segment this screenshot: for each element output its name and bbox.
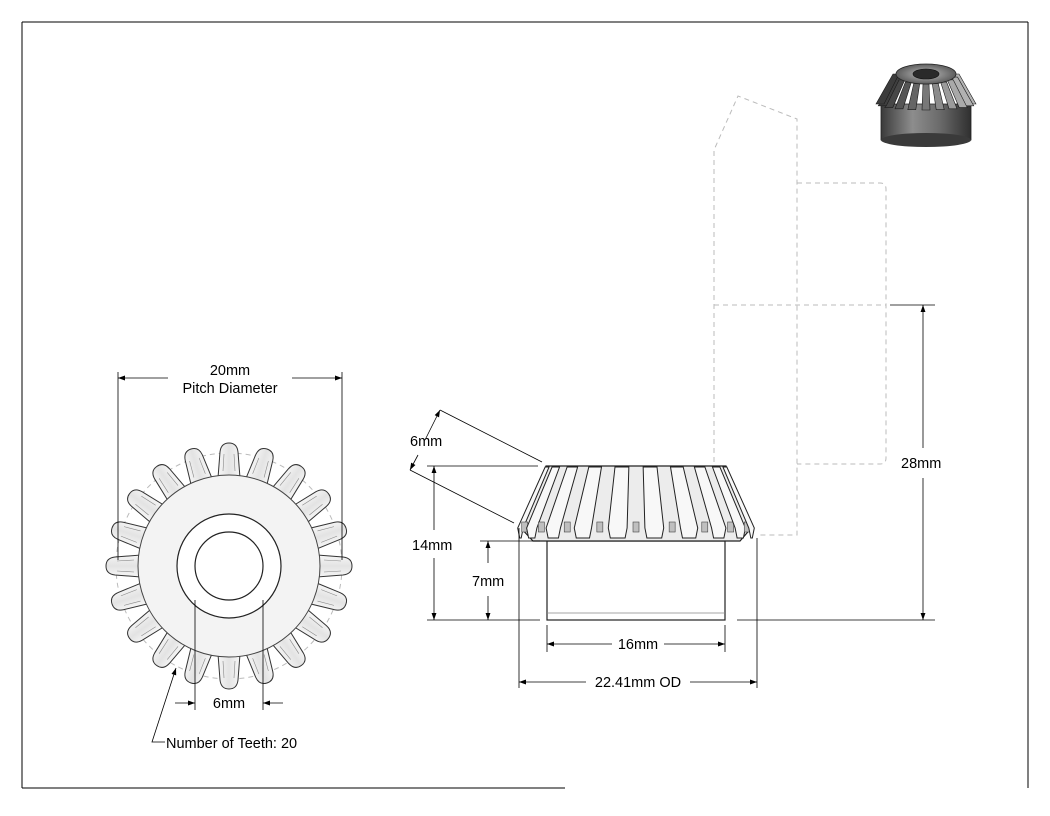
mating-gear-phantom	[713, 95, 887, 536]
side-gear-tooth	[669, 466, 699, 539]
side-tooth-gap	[727, 521, 734, 533]
icon-gear-tooth	[946, 79, 968, 108]
pitch-diameter-value: 20mm	[210, 363, 250, 379]
bevel-gear-3d-icon	[875, 63, 977, 147]
outside-diameter-label: 22.41mm OD	[595, 675, 681, 691]
teeth-count-callout: Number of Teeth: 20	[166, 736, 297, 752]
hub-height-dimension	[480, 540, 540, 620]
side-tooth-gap	[538, 521, 545, 533]
gear-tooth	[217, 442, 241, 479]
pitch-label-mask	[168, 360, 292, 396]
hub-height-label: 7mm	[472, 574, 504, 590]
hub-diameter-label: 16mm	[618, 637, 658, 653]
pitch-diameter-label: Pitch Diameter	[182, 381, 277, 397]
side-tooth-gap	[701, 521, 709, 533]
gear-tooth	[245, 645, 274, 685]
gear-tooth	[184, 645, 213, 685]
od-mask	[586, 672, 690, 690]
bore-dimension	[175, 600, 283, 710]
bore-dimension-label: 6mm	[213, 696, 245, 712]
side-tooth-gap	[596, 521, 604, 533]
overall-height-label: 14mm	[412, 538, 452, 554]
icon-gear-tooth	[921, 83, 931, 111]
mounting-distance-label: 28mm	[901, 456, 941, 472]
gear-tooth	[105, 554, 142, 578]
gear-tooth	[316, 554, 353, 578]
side-gear-tooth	[693, 466, 727, 539]
face-width-dimension	[409, 409, 543, 524]
gear-tooth	[110, 582, 150, 611]
side-gear-tooth	[642, 466, 665, 539]
side-gear-tooth	[517, 466, 550, 539]
gear-tooth	[110, 521, 150, 550]
mounting-distance-dimension	[737, 304, 935, 621]
gear-tooth	[217, 653, 241, 690]
gear-tooth	[308, 582, 348, 611]
side-teeth	[517, 466, 755, 539]
side-gear-tooth	[722, 466, 755, 539]
side-tooth-gap	[632, 521, 640, 533]
side-gear-tooth	[526, 466, 561, 539]
front-view: 20mm Pitch Diameter 6mm Number of Teeth:…	[105, 360, 353, 752]
hub-dia-mask	[612, 634, 664, 652]
teeth-leader	[151, 667, 177, 743]
side-gear-tooth	[573, 466, 603, 539]
gear-bore	[194, 531, 264, 601]
side-tooth-gap	[668, 521, 676, 533]
face-width-label: 6mm	[410, 434, 442, 450]
sheet-border	[21, 21, 1029, 789]
gear-tooth	[184, 447, 213, 487]
gear-tooth	[245, 447, 274, 487]
side-hub	[546, 540, 726, 621]
overall-height-dimension	[427, 465, 540, 621]
side-gear-tooth	[607, 466, 630, 539]
side-gear-tooth	[711, 466, 746, 539]
side-gear-tooth	[545, 466, 579, 539]
side-tooth-gap	[563, 521, 571, 533]
side-view: 6mm 14mm 7mm 16mm 2	[409, 95, 941, 691]
